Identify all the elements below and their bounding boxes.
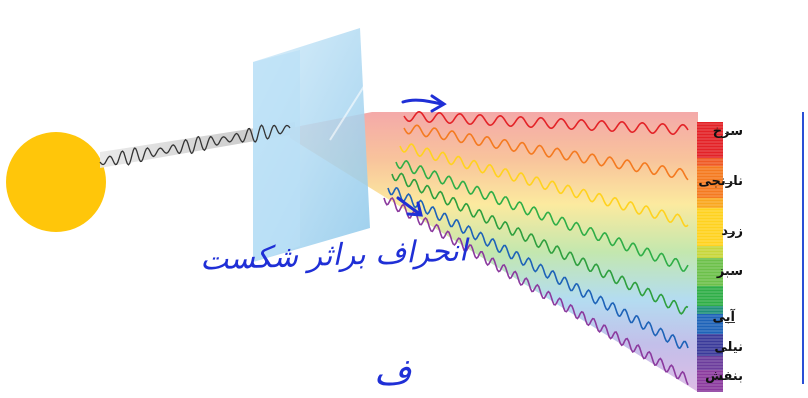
label-blue: آبی: [712, 310, 736, 325]
color-band: [697, 314, 723, 334]
frame-edge: [802, 112, 804, 384]
spectrum-color-bar: [697, 122, 723, 392]
incoming-light-wave: [99, 124, 291, 166]
tick-violet: [725, 378, 735, 379]
spectrum-waves: [383, 110, 689, 386]
color-band: [697, 258, 723, 286]
tick-green: [725, 273, 735, 274]
spectrum-wave: [403, 110, 689, 136]
color-band: [697, 356, 723, 370]
color-band: [697, 306, 723, 314]
color-band: [697, 158, 723, 166]
label-yellow: زرد: [721, 224, 743, 239]
spectrum-wave: [387, 186, 689, 350]
spectrum-wave: [395, 160, 689, 272]
color-band: [697, 286, 723, 306]
sun: [6, 132, 106, 232]
color-band: [697, 208, 723, 246]
tick-red: [725, 133, 735, 134]
prism: [253, 28, 370, 262]
tick-indigo: [725, 350, 735, 351]
arrow-icon-bottom: [396, 196, 423, 217]
label-violet: بنفش: [705, 369, 743, 384]
spectrum-wave: [391, 172, 689, 315]
color-band: [697, 198, 723, 208]
label-indigo: نیلی: [714, 340, 743, 355]
color-band: [697, 370, 723, 392]
color-band: [697, 166, 723, 198]
label-orange: نارنجی: [698, 174, 743, 189]
spectrum-wave: [403, 124, 689, 181]
arrow-icon-top: [401, 94, 447, 113]
letter-annotation: ف: [374, 352, 412, 393]
label-green: سبز: [716, 264, 743, 279]
tick-blue: [725, 322, 735, 323]
color-band: [697, 334, 723, 356]
spectrum-wave: [383, 196, 689, 386]
color-band: [697, 246, 723, 258]
color-band: [697, 122, 723, 158]
tick-yellow: [725, 233, 735, 234]
tick-orange: [725, 183, 735, 184]
label-red: سرخ: [712, 124, 743, 139]
spectrum-wave: [399, 143, 689, 228]
